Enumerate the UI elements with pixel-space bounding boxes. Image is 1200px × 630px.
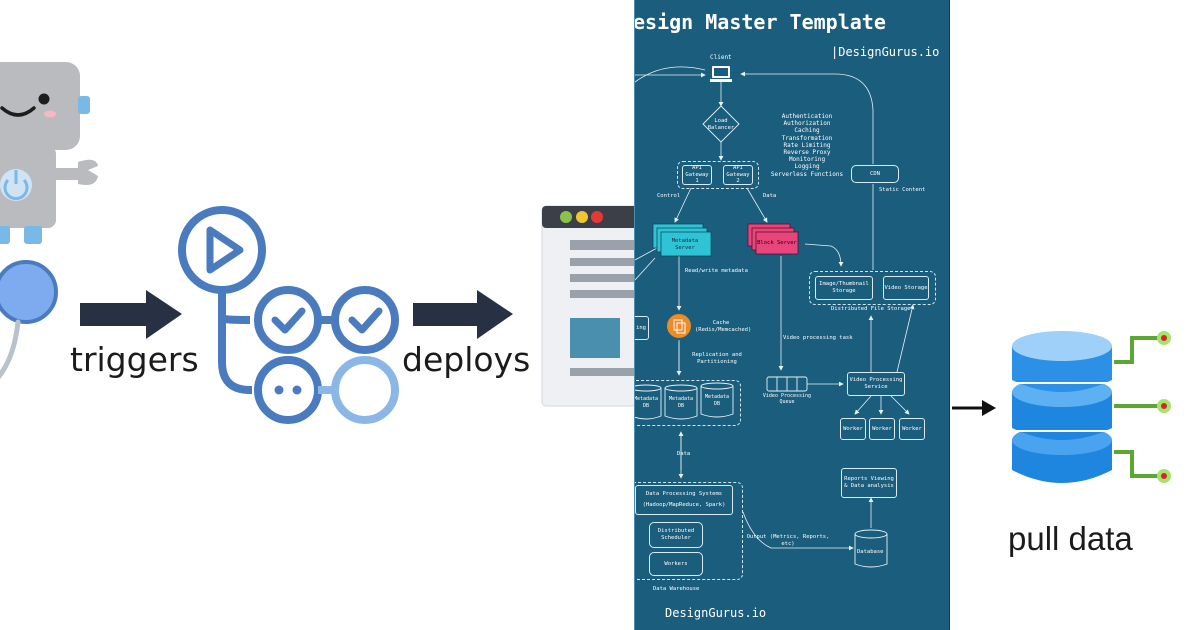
worker-2: Worker [869, 418, 895, 440]
database-cylinder-icon [854, 529, 888, 568]
metadata-db-cylinders [635, 382, 734, 420]
cdn-box: CDN [851, 165, 899, 183]
distributed-file-storage-label: Distributed File Storage [831, 306, 911, 312]
api-gateway-1: API Gateway 1 [682, 165, 712, 185]
brand-top: |DesignGurus.io [831, 45, 940, 59]
gateway-feature: Rate Limiting [783, 141, 831, 149]
system-design-panel: esign Master Template |DesignGurus.io Cl… [634, 0, 950, 630]
video-processing-task-label: Video processing task [783, 335, 853, 341]
api-gateway-2: API Gateway 2 [723, 165, 753, 185]
browser-window-icon [541, 205, 634, 407]
gateway-feature: Logging [794, 163, 820, 171]
load-balancer-shape [702, 105, 740, 143]
deploy-arrow-icon [413, 290, 513, 339]
data-connectors-icon [1114, 336, 1160, 478]
metadata-server-stack [652, 223, 712, 257]
gateway-feature: Authentication [781, 113, 833, 120]
data-processing-tools-label: (Hadoop/MapReduce, Spark) [642, 502, 726, 508]
gateway-feature: Caching [794, 127, 820, 135]
cache-left-fragment: ing [635, 316, 649, 340]
gateway-feature: Authorization [783, 120, 831, 128]
right-arrow-icon [952, 400, 996, 416]
data-label: Data [763, 193, 777, 199]
connector-endpoint-icons [1157, 331, 1171, 483]
system-design-connectors [635, 66, 915, 568]
deploys-label: deploys [402, 340, 531, 379]
gateway-feature: Transformation [781, 134, 833, 142]
database-icon [1012, 331, 1112, 483]
api-gateway-group [677, 161, 759, 189]
worker-3: Worker [899, 418, 925, 440]
cache-label: Cache (Redis/Memcached) [695, 320, 752, 334]
trigger-source-icon [0, 260, 58, 380]
metadata-db-group [635, 380, 741, 426]
read-write-metadata-label: Read/write metadata [685, 268, 748, 274]
static-content-label: Static Content [879, 187, 926, 193]
distributed-scheduler-box: Distributed Scheduler [649, 522, 703, 548]
robot-icon [0, 62, 98, 244]
client-computer-icon [710, 66, 732, 82]
image-thumbnail-storage: Image/Thumbnail Storage [815, 276, 873, 300]
metadata-db-left-label: Metadata DB [634, 396, 659, 409]
metadata-db-label: Metadata DB [668, 396, 694, 409]
workflow-icon [178, 206, 399, 424]
control-label: Control [657, 193, 681, 199]
data-processing-systems-box: Data Processing Systems (Hadoop/MapReduc… [635, 485, 733, 515]
metadata-db-right-label: Metadata DB [704, 394, 730, 407]
brand-bottom: DesignGurus.io [665, 606, 767, 620]
reports-viewing-box: Reports Viewing & Data analysis [841, 468, 897, 498]
data-link-label: Data [677, 451, 691, 457]
load-balancer-label: Load Balancer [707, 118, 735, 132]
video-processing-queue-label: Video Processing Queue [762, 393, 812, 405]
block-server-label: Block Server [757, 240, 797, 246]
left-illustration [0, 62, 634, 424]
distributed-file-storage-group [809, 271, 936, 305]
metadata-server-label: Metadata Server [671, 238, 699, 251]
gateway-features: Authentication Authorization Caching Tra… [767, 113, 847, 178]
replication-label: Replication and Partitioning [692, 352, 742, 366]
client-label: Client [710, 54, 732, 61]
database-label: Database [857, 549, 884, 555]
output-label: Output (Metrics, Reports, etc) [746, 534, 830, 548]
right-illustration [952, 331, 1171, 483]
worker-1: Worker [840, 418, 866, 440]
triggers-label: triggers [70, 340, 199, 379]
panel-title: esign Master Template [634, 10, 886, 34]
data-warehouse-group [635, 482, 743, 580]
data-processing-systems-label: Data Processing Systems [645, 491, 723, 498]
workers-box: Workers [649, 552, 703, 576]
gateway-feature: Serverless Functions [770, 170, 844, 178]
video-processing-service: Video Processing Service [847, 372, 905, 396]
trigger-arrow-icon [80, 290, 182, 339]
gateway-feature: Monitoring [788, 156, 826, 164]
pull-data-label: pull data [1008, 520, 1133, 557]
cache-icon [667, 314, 691, 338]
video-processing-queue-icon [766, 376, 808, 392]
video-storage: Video Storage [883, 276, 929, 300]
data-warehouse-label: Data Warehouse [653, 586, 700, 592]
gateway-feature: Reverse Proxy [783, 148, 831, 156]
block-server-stack [747, 223, 799, 255]
